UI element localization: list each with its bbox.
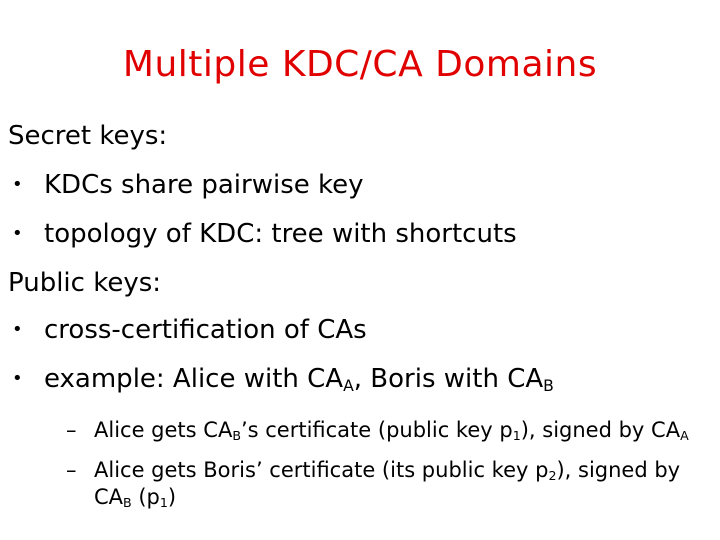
bullet-item: • KDCs share pairwise key [8,170,364,200]
sub-bullet-text: Alice gets Boris’ certificate (its publi… [94,458,681,484]
bullet-icon: • [12,174,23,195]
bullet-text: topology of KDC: tree with shortcuts [44,219,517,249]
sub-bullet-continuation: CAB (p1) [94,485,177,511]
bullet-item: • cross-certification of CAs [8,315,367,345]
bullet-text: cross-certification of CAs [44,315,367,345]
public-keys-heading: Public keys: [8,268,162,298]
dash-icon: – [66,458,77,482]
sub-bullet-text: Alice gets CAB’s certificate (public key… [94,418,689,444]
sub-bullet-item: –Alice gets CAB’s certificate (public ke… [66,418,689,442]
bullet-item: • topology of KDC: tree with shortcuts [8,219,517,249]
bullet-icon: • [12,368,23,389]
bullet-icon: • [12,319,23,340]
dash-icon: – [66,418,77,442]
bullet-text: KDCs share pairwise key [44,170,364,200]
bullet-text-example: example: Alice with CAA, Boris with CAB [44,364,554,395]
slide-title: Multiple KDC/CA Domains [122,44,598,85]
bullet-icon: • [12,223,23,244]
sub-bullet-item: –Alice gets Boris’ certificate (its publ… [66,458,680,482]
secret-keys-heading: Secret keys: [8,121,168,151]
bullet-item: • example: Alice with CAA, Boris with CAB [8,364,554,394]
